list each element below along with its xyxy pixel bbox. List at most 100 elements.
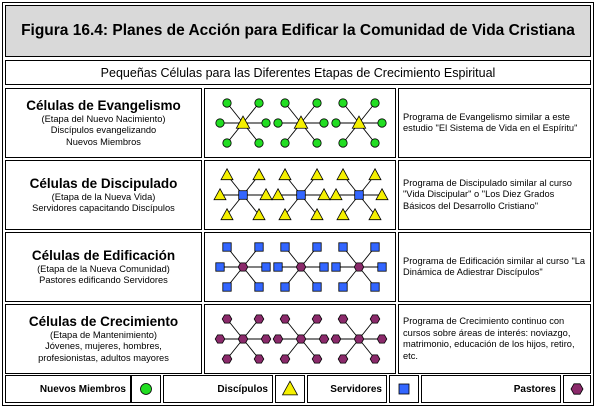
cell-type-detail: (Etapa de la Nueva Vida) xyxy=(51,191,156,202)
program-description-text: Programa de Discipulado similar al curso… xyxy=(403,177,572,211)
square-icon xyxy=(222,282,232,292)
legend-symbol-graphic xyxy=(570,383,584,395)
square-icon xyxy=(312,282,322,292)
small-group-cluster xyxy=(214,314,272,364)
square-icon xyxy=(377,262,387,272)
triangle-icon xyxy=(220,207,234,221)
cell-type-detail: (Etapa de Mantenimiento) xyxy=(50,329,157,340)
hexagon-icon xyxy=(330,334,342,344)
circle-icon xyxy=(222,98,232,108)
circle-icon xyxy=(215,118,225,128)
circle-icon xyxy=(280,138,290,148)
program-description-text: Programa de Edificación similar al curso… xyxy=(403,255,586,278)
cell-row: Células de Evangelismo(Etapa del Nuevo N… xyxy=(5,88,591,158)
legend-symbol xyxy=(563,375,591,403)
cell-diagram xyxy=(204,88,396,158)
square-icon xyxy=(370,242,380,252)
hexagon-icon xyxy=(295,262,307,272)
cell-type-detail: (Etapa del Nuevo Nacimiento) xyxy=(41,113,166,124)
figure-subtitle-text: Pequeñas Células para las Diferentes Eta… xyxy=(100,65,496,80)
small-group-cluster xyxy=(215,98,271,148)
square-icon xyxy=(238,190,248,200)
hexagon-icon xyxy=(369,354,381,364)
legend-symbol xyxy=(275,375,305,403)
hexagon-icon xyxy=(221,354,233,364)
hexagon-icon xyxy=(369,314,381,324)
circle-icon xyxy=(319,118,329,128)
cell-name: Células de Edificación(Etapa de la Nueva… xyxy=(5,232,202,302)
legend-symbol-graphic xyxy=(281,380,299,396)
legend-label: Discípulos xyxy=(163,375,273,403)
circle-icon xyxy=(140,383,152,395)
cell-type-detail: profesionistas, adultos mayores xyxy=(38,352,169,363)
square-icon xyxy=(338,282,348,292)
cell-structure-diagram xyxy=(213,167,389,221)
program-description: Programa de Evangelismo similar a este e… xyxy=(398,88,591,158)
triangle-icon xyxy=(293,115,309,129)
hexagon-icon xyxy=(272,334,284,344)
circle-icon xyxy=(370,138,380,148)
cell-diagram xyxy=(204,160,396,230)
program-description: Programa de Discipulado similar al curso… xyxy=(398,160,591,230)
cell-type-title: Células de Discipulado xyxy=(29,175,178,191)
triangle-icon xyxy=(271,187,285,201)
square-icon xyxy=(215,262,225,272)
figure-title-text: Figura 16.4: Planes de Acción para Edifi… xyxy=(21,22,575,39)
cell-structure-diagram xyxy=(214,314,388,364)
small-group-cluster xyxy=(331,98,387,148)
program-description-text: Programa de Crecimiento continuo con cur… xyxy=(403,316,575,361)
triangle-icon xyxy=(259,187,273,201)
square-icon xyxy=(370,282,380,292)
small-group-cluster xyxy=(331,242,387,292)
circle-icon xyxy=(254,138,264,148)
small-group-cluster xyxy=(329,167,389,221)
triangle-icon xyxy=(336,167,350,181)
cell-row: Células de Discipulado(Etapa de la Nueva… xyxy=(5,160,591,230)
square-icon xyxy=(331,262,341,272)
square-icon xyxy=(222,242,232,252)
hexagon-icon xyxy=(237,262,249,272)
hexagon-icon xyxy=(570,383,584,395)
small-group-cluster xyxy=(330,314,388,364)
cell-diagram xyxy=(204,232,396,302)
hexagon-icon xyxy=(353,334,365,344)
hexagon-icon xyxy=(311,314,323,324)
legend-symbol-graphic xyxy=(398,383,410,395)
cell-type-detail: Nuevos Miembros xyxy=(66,136,141,147)
cell-structure-diagram xyxy=(215,242,387,292)
square-icon xyxy=(338,242,348,252)
triangle-icon xyxy=(336,207,350,221)
program-description: Programa de Edificación similar al curso… xyxy=(398,232,591,302)
triangle-icon xyxy=(213,187,227,201)
cell-name: Células de Discipulado(Etapa de la Nueva… xyxy=(5,160,202,230)
triangle-icon xyxy=(252,207,266,221)
square-icon xyxy=(398,383,410,395)
hexagon-icon xyxy=(253,354,265,364)
legend-label: Pastores xyxy=(421,375,561,403)
small-group-cluster xyxy=(213,167,273,221)
hexagon-icon xyxy=(295,334,307,344)
hexagon-icon xyxy=(253,314,265,324)
circle-icon xyxy=(280,98,290,108)
circle-icon xyxy=(222,138,232,148)
triangle-icon xyxy=(310,207,324,221)
program-description: Programa de Crecimiento continuo con cur… xyxy=(398,304,591,374)
legend-label: Servidores xyxy=(307,375,387,403)
cell-row: Células de Crecimiento(Etapa de Mantenim… xyxy=(5,304,591,374)
square-icon xyxy=(296,190,306,200)
hexagon-icon xyxy=(214,334,226,344)
cell-type-detail: Servidores capacitando Discípulos xyxy=(32,203,175,213)
triangle-icon xyxy=(252,167,266,181)
circle-icon xyxy=(377,118,387,128)
triangle-icon xyxy=(310,167,324,181)
cell-type-title: Células de Crecimiento xyxy=(28,313,179,329)
hexagon-icon xyxy=(221,314,233,324)
square-icon xyxy=(254,242,264,252)
cell-type-detail: (Etapa de la Nueva Comunidad) xyxy=(37,263,170,274)
legend-symbol xyxy=(131,375,161,403)
triangle-icon xyxy=(281,380,299,396)
square-icon xyxy=(319,262,329,272)
triangle-icon xyxy=(278,207,292,221)
cell-type-detail: Discípulos evangelizando xyxy=(50,125,157,136)
triangle-icon xyxy=(220,167,234,181)
